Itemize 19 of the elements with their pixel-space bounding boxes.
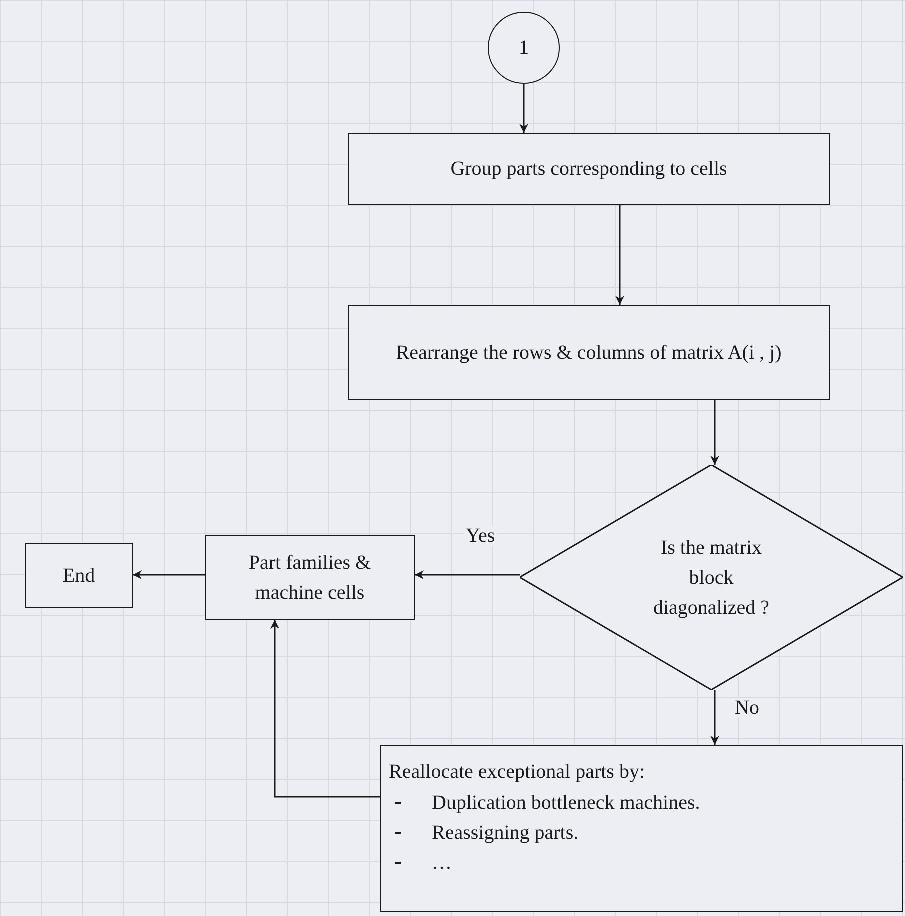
arrow (415, 570, 520, 580)
arrow (710, 400, 720, 465)
process-box: Part families & machine cells (205, 535, 415, 620)
list-item: Duplication bottleneck machines. (432, 791, 700, 816)
arrow (710, 690, 720, 745)
edge-label: Yes (464, 526, 498, 546)
list-item: Reassigning parts. (432, 821, 579, 846)
arrow (616, 205, 624, 305)
arrow (520, 84, 528, 133)
arrow (133, 570, 205, 580)
arrow (270, 620, 380, 798)
process-box: Rearrange the rows & columns of matrix A(i , j) (348, 305, 830, 400)
decision-text: Is the matrix block diagonalized ? (652, 536, 771, 620)
box-heading: Reallocate exceptional parts by: (389, 760, 646, 785)
process-box: Group parts corresponding to cells (348, 133, 830, 205)
process-box (380, 745, 903, 912)
process-box: End (25, 543, 133, 608)
edge-label: No (733, 698, 762, 718)
list-item: … (432, 851, 452, 876)
